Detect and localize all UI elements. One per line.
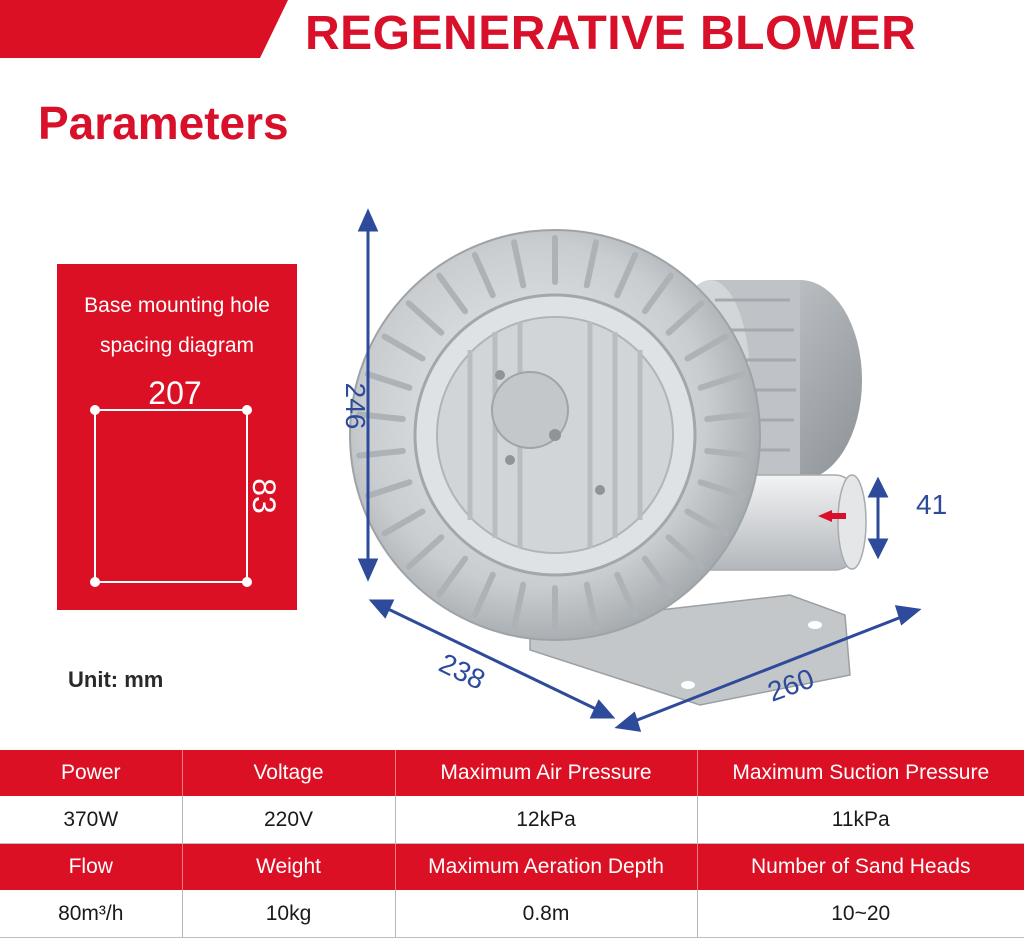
page-title: REGENERATIVE BLOWER [305, 7, 917, 60]
blower-illustration: 246 41 238 260 [340, 208, 947, 732]
spec-label-flow: Flow [0, 843, 183, 891]
spec-label-max-suction-pressure: Maximum Suction Pressure [697, 750, 1024, 797]
base-mounting-diagram: Base mounting hole spacing diagram 207 8… [57, 264, 297, 610]
spec-value-max-aeration-depth: 0.8m [395, 890, 698, 939]
spec-value-flow: 80m³/h [0, 890, 183, 939]
spec-value-row: 370W 220V 12kPa 11kPa [0, 796, 1024, 844]
height-dimension-label: 246 [340, 383, 371, 430]
base-diagram-caption: Base mounting hole spacing diagram [57, 286, 297, 366]
hole-height-label: 83 [246, 478, 282, 514]
spec-label-power: Power [0, 750, 183, 797]
spec-value-voltage: 220V [182, 796, 396, 844]
hole-spacing-drawing: 207 83 [90, 375, 282, 587]
spec-value-power: 370W [0, 796, 183, 844]
spec-label-max-aeration-depth: Maximum Aeration Depth [395, 843, 698, 891]
spec-label-max-air-pressure: Maximum Air Pressure [395, 750, 698, 797]
spec-value-sand-heads: 10~20 [697, 890, 1024, 939]
spec-header-row: Power Voltage Maximum Air Pressure Maxim… [0, 750, 1024, 797]
spec-value-max-air-pressure: 12kPa [395, 796, 698, 844]
section-title: Parameters [38, 97, 289, 149]
unit-label: Unit: mm [68, 667, 164, 692]
base-caption-line1: Base mounting hole [84, 294, 270, 317]
base-caption-line2: spacing diagram [99, 334, 255, 357]
spec-value-weight: 10kg [182, 890, 396, 939]
spec-value-max-suction-pressure: 11kPa [697, 796, 1024, 844]
spec-label-voltage: Voltage [182, 750, 396, 797]
outlet-dimension-label: 41 [916, 489, 947, 520]
spec-label-weight: Weight [182, 843, 396, 891]
hole-width-label: 207 [148, 375, 201, 411]
spec-table: Power Voltage Maximum Air Pressure Maxim… [0, 750, 1024, 939]
spec-value-row: 80m³/h 10kg 0.8m 10~20 [0, 890, 1024, 939]
spec-label-sand-heads: Number of Sand Heads [697, 843, 1024, 891]
spec-header-row: Flow Weight Maximum Aeration Depth Numbe… [0, 843, 1024, 891]
header-banner-stripe [0, 0, 288, 58]
